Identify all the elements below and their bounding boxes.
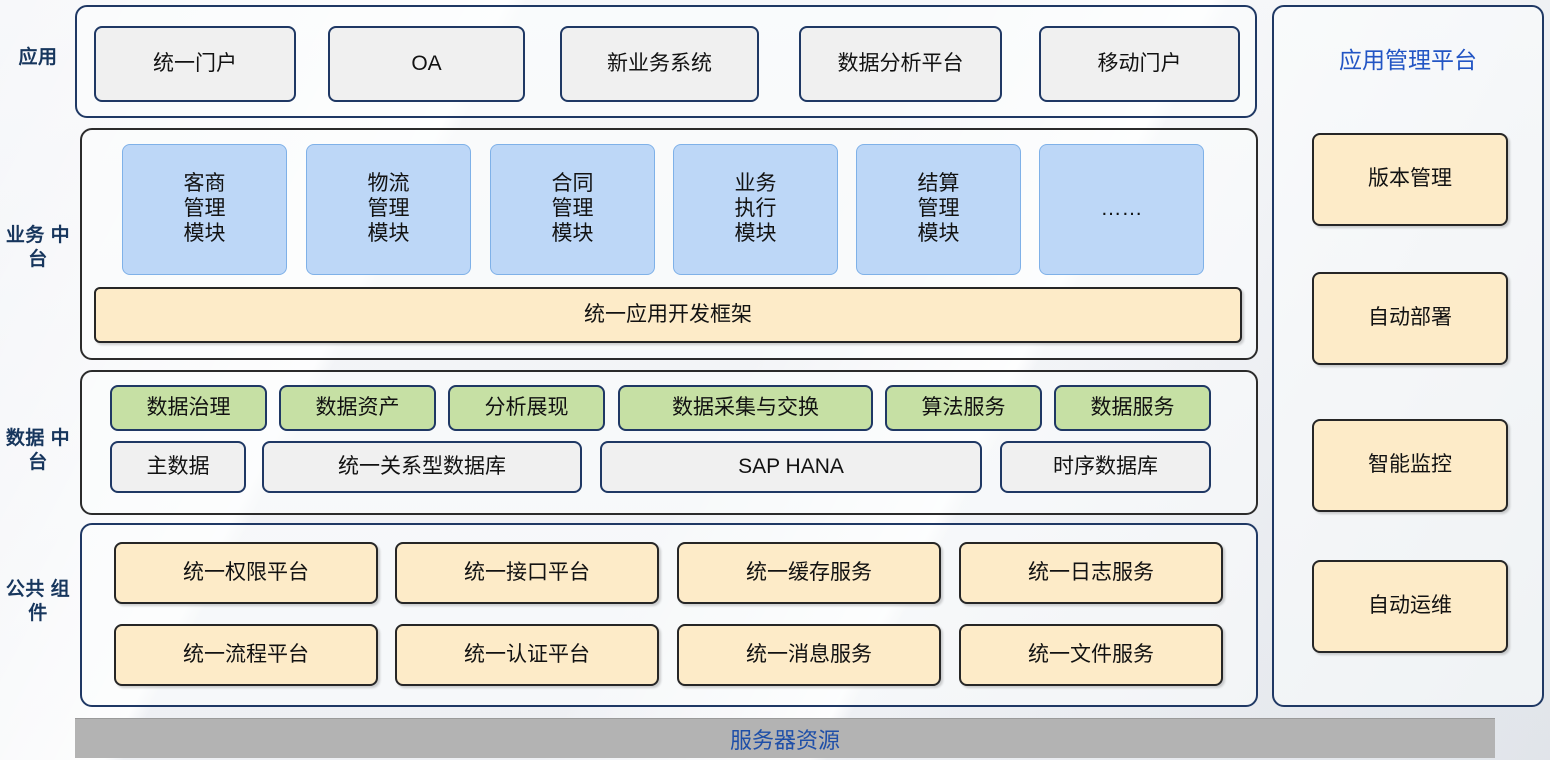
layer-label-application: 应用 <box>18 47 58 68</box>
common-component-unified-permission-platform[interactable]: 统一权限平台 <box>114 542 378 604</box>
app-mgmt-item-version-management[interactable]: 版本管理 <box>1312 133 1508 226</box>
data-store-unified-rdbms[interactable]: 统一关系型数据库 <box>262 441 582 493</box>
data-store-sap-hana[interactable]: SAP HANA <box>600 441 982 493</box>
data-capability-collection-exchange[interactable]: 数据采集与交换 <box>618 385 873 431</box>
app-mgmt-item-auto-deploy[interactable]: 自动部署 <box>1312 272 1508 365</box>
data-middle-layer-container: 数据治理 数据资产 分析展现 数据采集与交换 算法服务 数据服务 主数据 统一关… <box>80 370 1258 515</box>
data-capability-analysis-display[interactable]: 分析展现 <box>448 385 605 431</box>
server-resource-bar: 服务器资源 <box>75 718 1495 758</box>
data-store-master-data[interactable]: 主数据 <box>110 441 246 493</box>
layer-label-business-middle: 业务 中台 <box>5 225 71 271</box>
business-module-logistics[interactable]: 物流 管理 模块 <box>306 144 471 275</box>
app-management-platform-title: 应用管理平台 <box>1339 47 1477 73</box>
layer-label-common-components: 公共 组件 <box>5 579 71 625</box>
business-module-more[interactable]: …… <box>1039 144 1204 275</box>
business-module-contract[interactable]: 合同 管理 模块 <box>490 144 655 275</box>
common-component-unified-cache-service[interactable]: 统一缓存服务 <box>677 542 941 604</box>
common-components-layer-container: 统一权限平台 统一接口平台 统一缓存服务 统一日志服务 统一流程平台 统一认证平… <box>80 523 1258 707</box>
data-capability-governance[interactable]: 数据治理 <box>110 385 267 431</box>
common-component-unified-process-platform[interactable]: 统一流程平台 <box>114 624 378 686</box>
data-capability-algorithm-service[interactable]: 算法服务 <box>885 385 1042 431</box>
layer-label-data-middle: 数据 中台 <box>5 428 71 474</box>
unified-app-dev-framework[interactable]: 统一应用开发框架 <box>94 287 1242 343</box>
data-store-timeseries-db[interactable]: 时序数据库 <box>1000 441 1211 493</box>
app-box-unified-portal[interactable]: 统一门户 <box>94 26 296 102</box>
app-box-data-analysis-platform[interactable]: 数据分析平台 <box>799 26 1002 102</box>
app-mgmt-item-smart-monitoring[interactable]: 智能监控 <box>1312 419 1508 512</box>
business-module-customer[interactable]: 客商 管理 模块 <box>122 144 287 275</box>
common-component-unified-file-service[interactable]: 统一文件服务 <box>959 624 1223 686</box>
business-module-execution[interactable]: 业务 执行 模块 <box>673 144 838 275</box>
common-component-unified-log-service[interactable]: 统一日志服务 <box>959 542 1223 604</box>
app-management-platform-panel: 应用管理平台 版本管理 自动部署 智能监控 自动运维 <box>1272 5 1544 707</box>
server-resource-label: 服务器资源 <box>729 727 840 753</box>
business-module-settlement[interactable]: 结算 管理 模块 <box>856 144 1021 275</box>
app-box-mobile-portal[interactable]: 移动门户 <box>1039 26 1240 102</box>
app-box-oa[interactable]: OA <box>328 26 525 102</box>
business-middle-layer-container: 客商 管理 模块 物流 管理 模块 合同 管理 模块 业务 执行 模块 结算 管… <box>80 128 1258 360</box>
app-mgmt-item-auto-operations[interactable]: 自动运维 <box>1312 560 1508 653</box>
data-capability-assets[interactable]: 数据资产 <box>279 385 436 431</box>
common-component-unified-message-service[interactable]: 统一消息服务 <box>677 624 941 686</box>
common-component-unified-auth-platform[interactable]: 统一认证平台 <box>395 624 659 686</box>
data-capability-data-service[interactable]: 数据服务 <box>1054 385 1211 431</box>
application-layer-container: 统一门户 OA 新业务系统 数据分析平台 移动门户 <box>75 5 1257 118</box>
common-component-unified-interface-platform[interactable]: 统一接口平台 <box>395 542 659 604</box>
app-box-new-business-system[interactable]: 新业务系统 <box>560 26 759 102</box>
